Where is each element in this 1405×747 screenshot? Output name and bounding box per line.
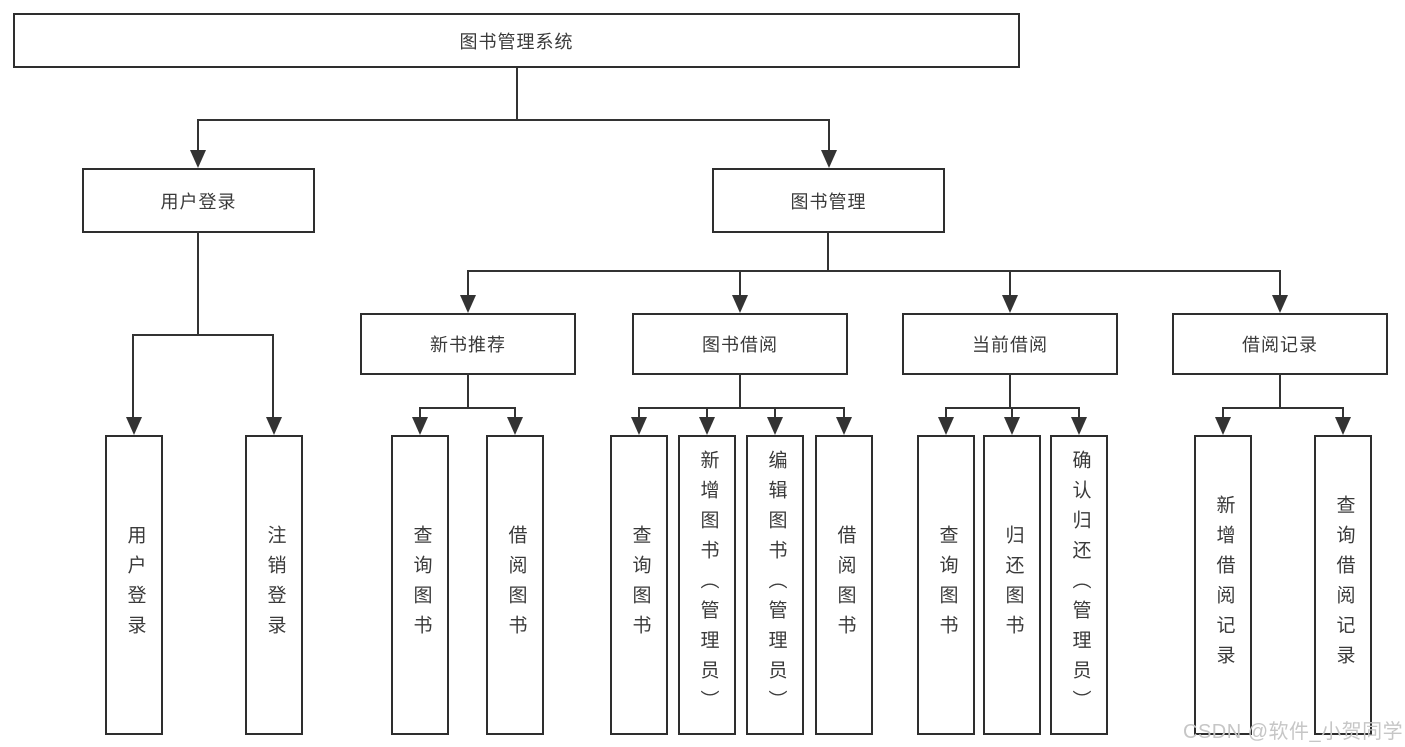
leaf-borrow-add-admin: 新增图书（管理员）	[678, 435, 736, 735]
node-root-label: 图书管理系统	[459, 31, 574, 52]
connector-line	[1078, 408, 1080, 419]
node-book-management: 图书管理	[712, 168, 945, 233]
connector-line	[828, 120, 830, 152]
connector-line	[1279, 271, 1281, 297]
connector-line	[514, 408, 516, 419]
arrowhead-down-icon	[1272, 295, 1288, 313]
node-borrow-record-label: 借阅记录	[1242, 335, 1318, 355]
csdn-watermark: CSDN @软件_小贺同学	[1183, 721, 1404, 743]
leaf-record-query: 查询借阅记录	[1314, 435, 1372, 735]
arrowhead-down-icon	[699, 417, 715, 435]
connector-line	[197, 120, 199, 152]
leaf-label: 编辑图书（管理员）	[765, 450, 787, 720]
connector-line	[1222, 407, 1344, 409]
connector-line	[467, 373, 469, 409]
node-book-management-label: 图书管理	[790, 191, 867, 212]
leaf-user-login: 用户登录	[105, 435, 163, 735]
node-new-book: 新书推荐	[360, 313, 576, 375]
arrowhead-down-icon	[126, 417, 142, 435]
connector-line	[197, 231, 199, 335]
connector-line	[1009, 271, 1011, 297]
arrowhead-down-icon	[938, 417, 954, 435]
arrowhead-down-icon	[1004, 417, 1020, 435]
leaf-label: 查询图书	[629, 525, 651, 645]
leaf-label: 查询图书	[936, 525, 958, 645]
node-book-borrow-label: 图书借阅	[702, 335, 778, 355]
arrowhead-down-icon	[1071, 417, 1087, 435]
leaf-label: 用户登录	[124, 525, 146, 645]
arrowhead-down-icon	[507, 417, 523, 435]
connector-line	[132, 335, 134, 419]
connector-line	[419, 408, 421, 419]
arrowhead-down-icon	[266, 417, 282, 435]
connector-line	[272, 335, 274, 419]
connector-line	[467, 271, 469, 297]
connector-line	[467, 270, 1281, 272]
node-current-borrow: 当前借阅	[902, 313, 1118, 375]
leaf-label: 查询图书	[410, 525, 432, 645]
leaf-borrow-query: 查询图书	[610, 435, 668, 735]
connector-line	[945, 408, 947, 419]
connector-line	[638, 407, 845, 409]
node-borrow-record: 借阅记录	[1172, 313, 1388, 375]
node-user-login-label: 用户登录	[160, 191, 237, 212]
connector-line	[739, 373, 741, 409]
leaf-newbook-borrow: 借阅图书	[486, 435, 544, 735]
connector-line	[1222, 408, 1224, 419]
connector-line	[1342, 408, 1344, 419]
leaf-current-query: 查询图书	[917, 435, 975, 735]
arrowhead-down-icon	[1335, 417, 1351, 435]
node-current-borrow-label: 当前借阅	[972, 335, 1048, 355]
leaf-label: 注销登录	[264, 525, 286, 645]
leaf-record-add: 新增借阅记录	[1194, 435, 1252, 735]
connector-line	[516, 68, 518, 121]
node-root: 图书管理系统	[13, 13, 1020, 68]
leaf-label: 新增图书（管理员）	[697, 450, 719, 720]
node-new-book-label: 新书推荐	[430, 335, 506, 355]
connector-line	[419, 407, 516, 409]
connector-line	[638, 408, 640, 419]
leaf-borrow-book: 借阅图书	[815, 435, 873, 735]
connector-line	[1279, 373, 1281, 409]
connector-line	[774, 408, 776, 419]
connector-line	[132, 334, 274, 336]
connector-line	[843, 408, 845, 419]
connector-line	[197, 119, 830, 121]
leaf-label: 查询借阅记录	[1333, 495, 1355, 675]
leaf-logout: 注销登录	[245, 435, 303, 735]
connector-line	[1011, 408, 1013, 419]
connector-line	[706, 408, 708, 419]
arrowhead-down-icon	[412, 417, 428, 435]
leaf-label: 借阅图书	[505, 525, 527, 645]
leaf-label: 借阅图书	[834, 525, 856, 645]
arrowhead-down-icon	[190, 150, 206, 168]
arrowhead-down-icon	[836, 417, 852, 435]
connector-line	[827, 231, 829, 271]
leaf-label: 新增借阅记录	[1213, 495, 1235, 675]
node-book-borrow: 图书借阅	[632, 313, 848, 375]
leaf-borrow-edit-admin: 编辑图书（管理员）	[746, 435, 804, 735]
arrowhead-down-icon	[1215, 417, 1231, 435]
connector-line	[739, 271, 741, 297]
leaf-label: 确认归还（管理员）	[1069, 450, 1091, 720]
arrowhead-down-icon	[1002, 295, 1018, 313]
arrowhead-down-icon	[821, 150, 837, 168]
leaf-newbook-query: 查询图书	[391, 435, 449, 735]
leaf-label: 归还图书	[1002, 525, 1024, 645]
arrowhead-down-icon	[732, 295, 748, 313]
leaf-current-confirm-admin: 确认归还（管理员）	[1050, 435, 1108, 735]
connector-line	[1009, 373, 1011, 409]
leaf-current-return: 归还图书	[983, 435, 1041, 735]
arrowhead-down-icon	[631, 417, 647, 435]
arrowhead-down-icon	[767, 417, 783, 435]
arrowhead-down-icon	[460, 295, 476, 313]
node-user-login: 用户登录	[82, 168, 315, 233]
